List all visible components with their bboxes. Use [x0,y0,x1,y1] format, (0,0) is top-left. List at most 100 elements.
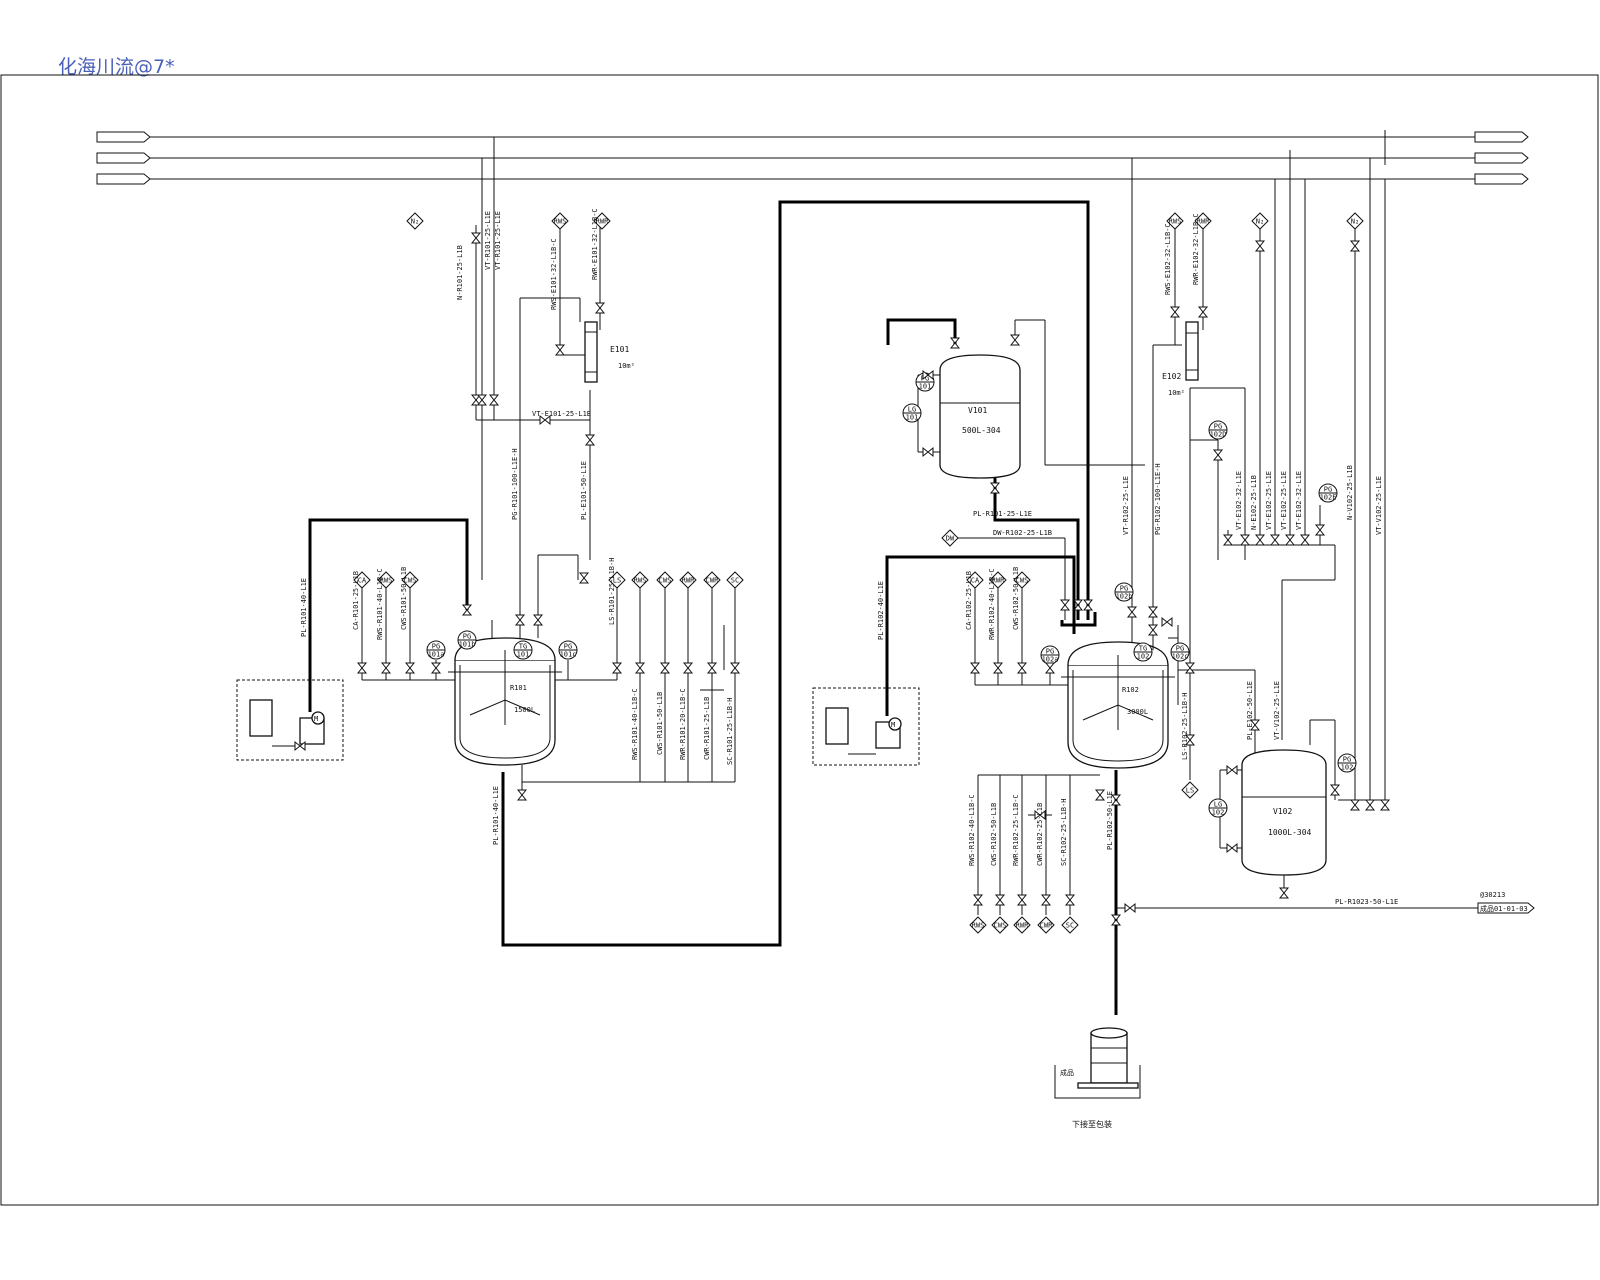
svg-text:SC: SC [731,577,739,585]
valve-27 [922,446,934,458]
svg-text:LS: LS [613,577,621,585]
svg-text:101a: 101a [428,651,445,659]
svg-text:N₂: N₂ [411,218,419,226]
line-label-ls_r102: LS-R102-25-L1B-H [1181,693,1189,760]
svg-text:LG: LG [1214,801,1222,809]
line-label-cwr_r102: CWR-R102-25-L1B [1036,803,1044,866]
line-label-ca_r101: CA-R101-25-L1B [352,571,360,630]
svg-text:下接至包装: 下接至包装 [1072,1119,1112,1129]
svg-text:E101: E101 [610,345,629,354]
line-label-vt_r101a: VT-R101-25-L1E [484,211,492,270]
svg-text:CWS: CWS [1016,577,1029,585]
line-label-rws_e102: RWS-E102-32-L1B-C [1164,223,1172,295]
line-label-rwr_r101: RWR-R101-20-L1B-C [679,688,687,760]
line-label-vt_e101: VT-E101-25-L1E [532,410,591,418]
utility-tag-cws-1: CWS [401,571,419,589]
line-label-vt_r101b: VT-R101-25-L1E [494,211,502,270]
svg-text:PG: PG [1214,423,1222,431]
valve-70 [1212,449,1224,461]
valve-25 [1009,334,1021,346]
e101-condenser: E101 10m² [584,321,635,383]
svg-text:10m²: 10m² [618,362,635,370]
svg-text:PG: PG [432,643,440,651]
svg-text:PG: PG [463,633,471,641]
valve-61 [1299,534,1311,546]
valve-63 [1349,799,1361,811]
valve-12 [380,662,392,674]
line-label-pl_r102_in: PL-R102-40-L1E [877,581,885,640]
valve-34 [1161,616,1173,628]
valve-68 [1226,764,1238,776]
valve-53 [1197,306,1209,318]
line-label-vt_v102: VT-V102-25-L1E [1273,681,1281,740]
svg-text:PG: PG [1046,648,1054,656]
valve-18 [682,662,694,674]
valve-69 [1226,842,1238,854]
valves [294,232,1391,926]
utility-tag-cws-3: CWS [1013,571,1031,589]
svg-text:CWS: CWS [994,922,1007,930]
line-label-pl_v101: PL-R101-25-L1E [973,510,1032,518]
svg-text:101c: 101c [560,651,577,659]
line-label-cws_r102: CWS-R102-50-L1B [1012,567,1020,630]
svg-text:@30213: @30213 [1480,891,1505,899]
valve-32 [1126,606,1138,618]
utility-tag-ls-1: LS [608,571,626,589]
svg-text:RWR: RWR [1016,922,1029,930]
svg-text:V101: V101 [968,406,987,415]
valve-16 [634,662,646,674]
center-feed-pump: M [812,687,920,766]
valve-50 [1110,914,1122,926]
valve-57 [1239,534,1251,546]
svg-text:CWR: CWR [706,577,719,585]
line-label-vt_e102: VT-E102-32-L1E [1235,471,1243,530]
svg-text:CWS: CWS [659,577,672,585]
v101-section: V101 500L-304 M [812,318,1145,766]
utility-tag-n2-3: N₂ [1346,212,1364,230]
header-tag-right-2 [1474,152,1529,164]
utility-tag-n2-2: N₂ [1251,212,1269,230]
valve-66 [1329,784,1341,796]
r102-section: E102 10m² R102 3000L [974,158,1520,1129]
svg-text:101: 101 [919,383,932,391]
svg-text:PG: PG [1120,585,1128,593]
svg-text:CA: CA [971,577,980,585]
svg-text:102c: 102c [1172,653,1189,661]
utility-tag-cws-4: CWS [991,916,1009,934]
left-feed-pump: M [236,679,344,761]
valve-22 [294,740,306,752]
line-label-n_e102: N-E102-25-L1B [1250,475,1258,530]
valve-33 [1147,606,1159,618]
line-label-vt_r102: VT-R102-25-L1E [1122,476,1130,535]
valve-60 [1284,534,1296,546]
valve-17 [659,662,671,674]
line-label-rwr_e102: RWR-E102-32-L1B-C [1192,213,1200,285]
line-label-pg_r101: PG-R101-100-L1E-H [511,448,519,520]
r102-reactor: R102 3000L [1061,641,1175,769]
line-label-rwr_e101: RWR-E101-32-L1B-C [591,208,599,280]
offpage-reference: @30213 成品01-01-03 [1477,891,1535,914]
utility-tag-cwr-2: CWR [1037,916,1055,934]
line-label-vt_e102b: VT-E102-25-L1E [1265,471,1273,530]
header-tag-right-3 [1474,173,1529,185]
valve-47 [1034,809,1046,821]
valve-23 [539,414,551,426]
line-label-vt_e102c: VT-E102-25-L1E [1280,471,1288,530]
header-tag-left-1 [96,131,151,143]
svg-text:成品: 成品 [1060,1068,1074,1077]
svg-text:RWR: RWR [1197,218,1210,226]
valve-62 [1314,524,1326,536]
svg-text:TG: TG [519,643,527,651]
valve-49 [1110,794,1122,806]
v102-vessel: V102 1000L-304 [1241,749,1327,876]
line-label-pl_r101_out: PL-R101-40-L1E [492,786,500,845]
valve-29 [1059,599,1071,611]
svg-text:102: 102 [1341,764,1354,772]
utility-tag-rws-1: RWS [551,212,569,230]
valve-59 [1269,534,1281,546]
